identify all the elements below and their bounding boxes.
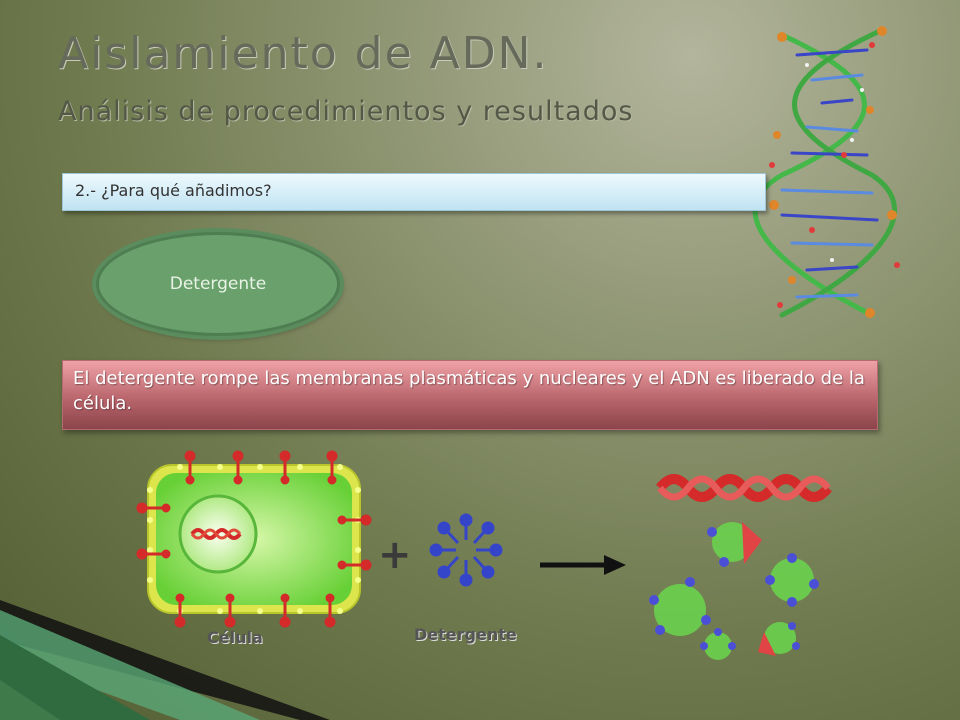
plus-sign: + <box>378 532 412 578</box>
detergente-oval: Detergente <box>96 232 340 336</box>
question-box: 2.- ¿Para qué añadimos? <box>62 173 766 211</box>
detergent-micelle-image <box>429 513 503 587</box>
cell-caption: Célula <box>207 628 263 647</box>
slide-title: Aislamiento de ADN. <box>58 28 549 79</box>
oval-label: Detergente <box>169 274 267 294</box>
decorative-corner-shape <box>0 600 330 720</box>
cell-image <box>136 450 372 628</box>
arrow-right-icon <box>540 555 626 575</box>
dna-helix-image <box>752 26 900 318</box>
slide-subtitle: Análisis de procedimientos y resultados <box>58 96 634 127</box>
released-dna-image <box>656 474 832 502</box>
cell-lysis-diagram: + <box>136 450 832 660</box>
detergent-caption: Detergente <box>414 625 517 644</box>
answer-box: El detergente rompe las membranas plasmá… <box>62 360 878 430</box>
lysed-membrane-fragments-image <box>649 522 819 660</box>
